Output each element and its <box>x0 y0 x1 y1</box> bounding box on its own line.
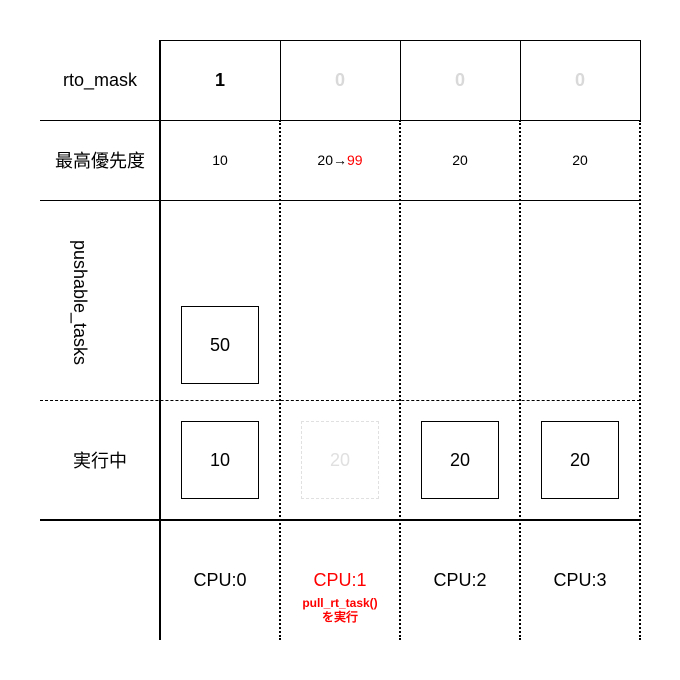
grid-line-col2-top <box>400 40 401 120</box>
rto-mask-cpu1: 0 <box>334 69 345 90</box>
priority-cpu2: 20 <box>452 152 468 168</box>
grid-line-row1 <box>40 120 640 121</box>
priority-cpu1: 20→99 <box>280 120 400 200</box>
running-task-cpu1: 20 <box>301 421 379 499</box>
priority-cpu1-arrow: → <box>333 152 347 168</box>
running-task-cpu3: 20 <box>541 421 619 499</box>
running-task-cpu0: 10 <box>181 421 259 499</box>
rto-mask-cpu2: 0 <box>454 69 465 90</box>
grid-line-label-separator <box>159 40 161 640</box>
grid-line-col3-top <box>520 40 521 120</box>
cpu1-note-line1: pull_rt_task() <box>302 596 378 610</box>
grid-line-col1 <box>279 120 281 640</box>
row-label-pushable-tasks: pushable_tasks <box>60 232 100 372</box>
row-label-rto-mask: rto_mask <box>62 69 138 90</box>
cpu1-note-line2: を実行 <box>321 610 358 624</box>
row-label-running: 実行中 <box>73 451 127 471</box>
grid-line-row3 <box>40 400 640 401</box>
grid-line-col2 <box>399 120 401 640</box>
pushable-task-cpu0: 50 <box>181 306 259 384</box>
priority-cpu0: 10 <box>212 152 228 168</box>
row-label-priority: 最高優先度 <box>55 151 145 171</box>
grid-line-col4 <box>639 120 641 640</box>
cpu-label-3: CPU:3 <box>553 569 607 590</box>
row-label-pushable-tasks-text: pushable_tasks <box>70 239 91 365</box>
grid-line-row2 <box>40 200 640 201</box>
cpu1-note: pull_rt_task() を実行 <box>280 596 400 624</box>
grid-line-col1-top <box>280 40 281 120</box>
grid-line-col3 <box>519 120 521 640</box>
priority-cpu3: 20 <box>572 152 588 168</box>
cpu-label-2: CPU:2 <box>433 569 487 590</box>
cpu-label-0: CPU:0 <box>193 569 247 590</box>
rto-mask-cpu3: 0 <box>574 69 585 90</box>
rto-mask-cpu0: 1 <box>214 69 225 90</box>
grid-line-col4-top <box>640 40 641 120</box>
grid-line-bottom <box>40 519 640 521</box>
cpu-label-1: CPU:1 <box>313 569 367 590</box>
priority-cpu1-from: 20 <box>317 152 333 168</box>
priority-cpu1-to: 99 <box>347 152 363 168</box>
running-task-cpu2: 20 <box>421 421 499 499</box>
